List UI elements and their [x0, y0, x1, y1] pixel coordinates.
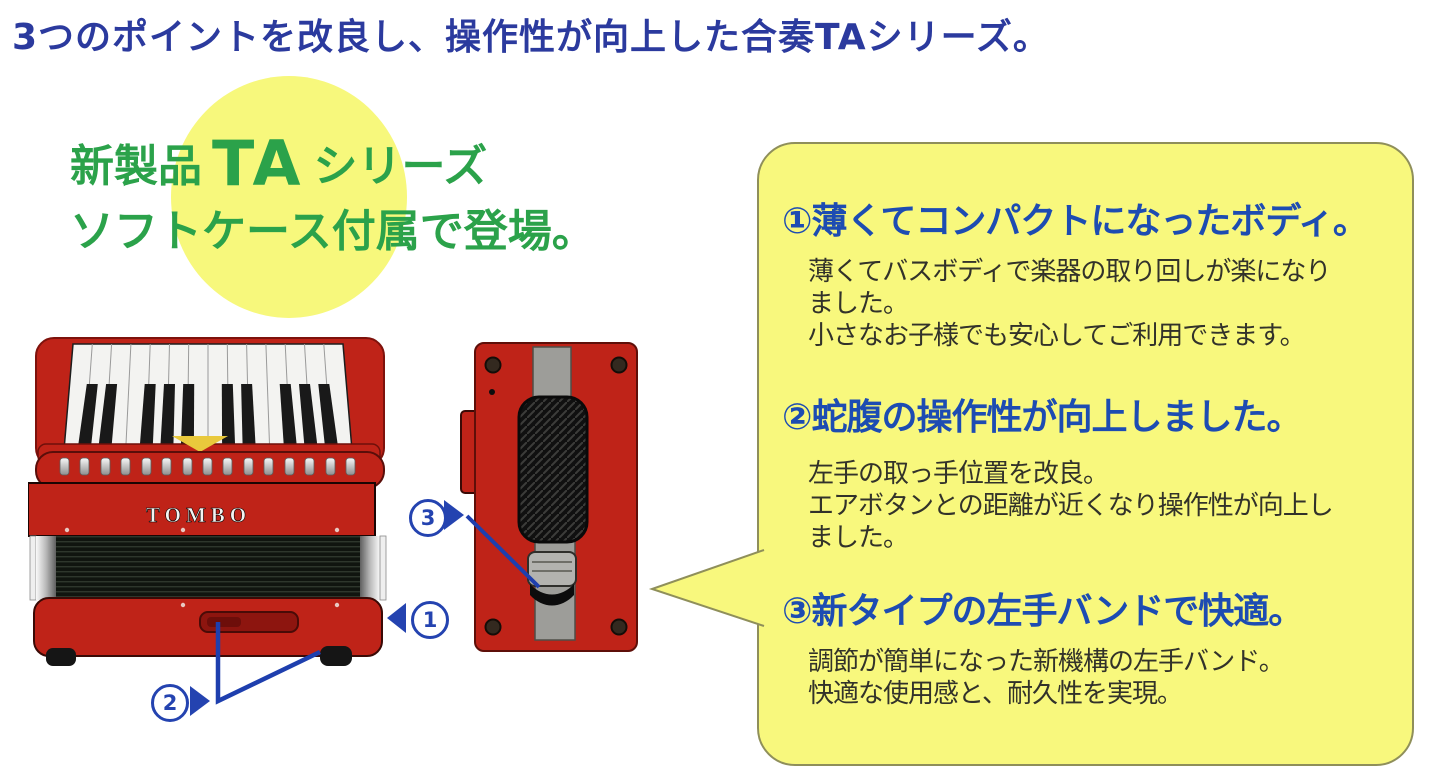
point-2-body: 左手の取っ手位置を改良。 エアボタンとの距離が近くなり操作性が向上し ました。: [808, 459, 1334, 553]
promo-prefix: 新製品: [70, 141, 202, 192]
brand-logo: TOMBO: [146, 503, 251, 527]
foot-left: [46, 648, 76, 666]
strap-buckle: [527, 551, 577, 606]
marker-2-arrow-icon: [190, 686, 210, 716]
point-2-heading: ②蛇腹の操作性が向上しました。: [782, 397, 1302, 438]
promo-line2: ソフトケース付属で登場。: [70, 205, 596, 257]
point-3-heading: ③新タイプの左手バンドで快適。: [782, 591, 1304, 632]
hand-strap: [517, 346, 589, 641]
corner-screws: [484, 356, 628, 636]
grille-panel: TOMBO: [28, 482, 376, 537]
point-1-heading: ①薄くてコンパクトになったボディ。: [782, 201, 1369, 242]
marker-3-arrow-icon: [444, 500, 464, 530]
marker-2-badge: 2: [151, 684, 189, 722]
marker-1-arrow-icon: [387, 603, 406, 633]
accordion-front-illustration: TOMBO: [28, 337, 387, 666]
black-keys: [78, 384, 338, 446]
bubble-tail: [648, 549, 765, 627]
bass-panel: [33, 597, 383, 666]
foot-right: [320, 646, 352, 666]
marker-3-badge: 3: [409, 499, 447, 537]
point-1-body: 薄くてバスボディで楽器の取り回しが楽になり ました。 小さなお子様でも安心してご…: [808, 257, 1331, 351]
hand-rest-pad: [517, 395, 589, 544]
page-title: 3つのポイントを改良し、操作性が向上した合奏TAシリーズ。: [12, 17, 1050, 58]
accordion-side-illustration: [460, 342, 638, 652]
point-3-body: 調節が簡単になった新機構の左手バンド。 快適な使用感と、耐久性を実現。: [808, 647, 1285, 709]
promo-model: TA: [212, 127, 304, 200]
bellows: [29, 535, 387, 601]
vent-row: [35, 451, 385, 489]
promo-highlight-circle: [171, 76, 407, 318]
feature-bubble: ①薄くてコンパクトになったボディ。 薄くてバスボディで楽器の取り回しが楽になり …: [757, 142, 1414, 766]
yellow-center-marker: [172, 436, 228, 452]
promo-suffix: シリーズ: [313, 141, 488, 192]
keyboard: [35, 337, 385, 467]
marker-1-badge: 1: [411, 601, 449, 639]
